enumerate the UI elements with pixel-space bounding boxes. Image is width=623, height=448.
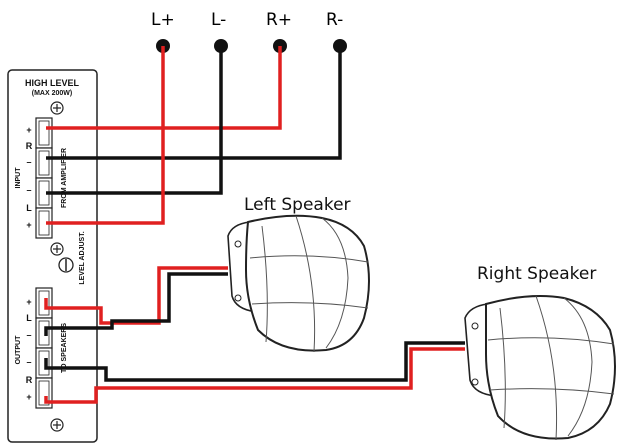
input-pin-l-plus-sign: + [26,220,31,230]
input-label: INPUT [15,167,22,189]
wire-left-speaker-plus [44,266,228,325]
from-amplifier-label: FROM AMPLIFIER [61,148,68,208]
left-speaker-label: Left Speaker [244,195,351,215]
wire-right-speaker-plus [44,347,465,404]
screw-icon [50,242,64,256]
screw-icon [50,418,64,432]
screw-icon [50,101,64,115]
wire-r-minus [46,46,342,160]
input-pin-r-letter: R [26,141,33,151]
wire-left-speaker-minus [44,272,228,336]
output-pin-r-letter: R [26,375,33,385]
wire-r-plus [46,46,282,130]
right-speaker-icon [464,295,616,441]
terminal-label-r-plus: R+ [266,10,292,30]
output-pin-l-plus-sign: + [26,297,31,307]
output-pin-r-minus-sign: – [26,357,31,367]
panel-title: HIGH LEVEL [25,78,80,88]
wire-right-speaker-minus [44,341,465,382]
panel-subtitle: (MAX 200W) [32,90,72,97]
output-terminal-block [35,287,53,409]
level-adjust-knob-icon[interactable] [58,257,74,273]
to-speakers-label: TO SPEAKERS [61,323,68,373]
output-pin-l-minus-sign: – [26,330,31,340]
left-speaker-icon [227,214,370,353]
input-pin-l-letter: L [26,203,32,213]
wire-l-plus [46,46,165,225]
input-pin-r-minus-sign: – [26,157,31,167]
output-wires [44,266,465,404]
level-adjust-label: LEVEL ADJUST. [79,231,86,284]
output-pin-r-plus-sign: + [26,392,31,402]
output-pin-l-letter: L [26,313,32,323]
high-level-panel: HIGH LEVEL (MAX 200W) [7,69,98,443]
input-pin-r-plus-sign: + [26,125,31,135]
panel-outline [7,69,98,443]
input-wires [46,46,342,225]
terminal-label-l-minus: L- [211,10,226,30]
input-pin-l-minus-sign: – [26,185,31,195]
input-terminal-block [35,117,53,239]
terminal-label-l-plus: L+ [151,10,175,30]
output-label: OUTPUT [15,335,22,365]
wire-l-minus [46,46,223,195]
terminal-label-r-minus: R- [326,10,343,30]
right-speaker-label: Right Speaker [477,264,596,284]
